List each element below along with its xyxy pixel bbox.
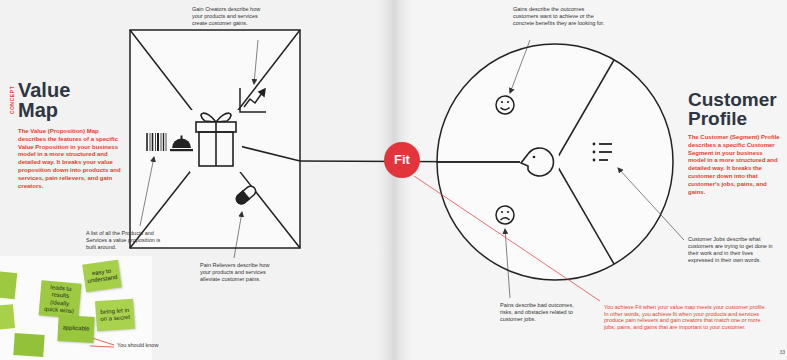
smiley-icon bbox=[496, 96, 514, 114]
annotation: A list of all the Products and Services … bbox=[86, 230, 166, 251]
barcode-icon bbox=[150, 133, 151, 151]
checklist-icon bbox=[599, 151, 612, 153]
barcode-icon bbox=[166, 133, 167, 151]
intro-text: The Value (Proposition) Map describes th… bbox=[18, 128, 126, 190]
chart-icon bbox=[259, 89, 265, 96]
annotation: Gain Creators describe how your products… bbox=[192, 6, 272, 27]
page-title: Customer Profile bbox=[688, 90, 783, 128]
frown-icon bbox=[501, 211, 503, 213]
sticky-note: leads to results (ideally quick wins) bbox=[39, 280, 82, 318]
face-icon bbox=[521, 154, 528, 170]
leader-lines bbox=[140, 40, 684, 298]
pill-icon bbox=[234, 191, 249, 206]
photo-inset bbox=[0, 271, 17, 299]
sticky-note: being let in on a secret bbox=[95, 299, 135, 332]
barcode-icon bbox=[157, 133, 159, 151]
photo-inset bbox=[13, 333, 44, 357]
gift-icon bbox=[215, 122, 217, 166]
fit-line-inner bbox=[437, 161, 526, 163]
fit-line-inner bbox=[437, 161, 526, 163]
photo-inset bbox=[0, 304, 15, 330]
note-text: leads to results (ideally quick wins) bbox=[42, 284, 78, 316]
customer-circle bbox=[437, 44, 673, 280]
pill-icon bbox=[234, 184, 257, 206]
customer-circle bbox=[437, 44, 673, 280]
service-bell-icon bbox=[181, 136, 183, 140]
barcode-icon bbox=[152, 133, 154, 151]
annotation: Customer Jobs describe what customers ar… bbox=[688, 236, 778, 265]
face-icon bbox=[533, 156, 536, 159]
service-bell-icon bbox=[172, 139, 191, 149]
pages bbox=[393, 0, 787, 360]
smiley-icon bbox=[501, 101, 503, 103]
checklist-icon bbox=[599, 143, 612, 145]
face-icon bbox=[527, 171, 532, 173]
frown-icon bbox=[501, 218, 510, 220]
gift-icon bbox=[190, 110, 242, 172]
note-text: being let in on a secret bbox=[99, 307, 132, 324]
checklist-icon bbox=[599, 159, 608, 161]
barcode-icon bbox=[155, 133, 156, 151]
photo-caption: You should know bbox=[117, 342, 177, 349]
face-icon bbox=[520, 142, 560, 182]
chart-icon bbox=[240, 88, 266, 112]
gift-icon bbox=[216, 113, 231, 122]
checklist-icon bbox=[593, 143, 612, 162]
leader-lines bbox=[510, 40, 530, 93]
value-map-square bbox=[130, 30, 300, 248]
section-tag: CONCEPT bbox=[9, 82, 15, 118]
leader-lines bbox=[618, 168, 684, 240]
leader-lines bbox=[505, 229, 510, 298]
barcode-icon bbox=[146, 133, 148, 151]
note-text: easy to understand bbox=[86, 267, 118, 285]
node-label: Fit bbox=[394, 152, 410, 168]
frown-icon bbox=[496, 206, 514, 224]
checklist-icon bbox=[593, 159, 596, 162]
value-map-square bbox=[130, 30, 300, 248]
page-title: Value Map bbox=[18, 80, 98, 120]
smiley-icon bbox=[496, 96, 514, 114]
sticky-note: easy to understand bbox=[82, 260, 122, 293]
frown-icon bbox=[507, 211, 509, 213]
customer-circle bbox=[555, 162, 614, 264]
fit-leader-line bbox=[414, 176, 600, 301]
chart-icon bbox=[244, 93, 262, 107]
annotation: Pains describe bad outcomes, risks, and … bbox=[500, 302, 582, 323]
checklist-icon bbox=[593, 151, 596, 154]
page-number: 33 bbox=[774, 349, 785, 355]
annotation: Gains describe the outcomes customers wa… bbox=[513, 6, 605, 27]
annotation: Pain Relievers describe how your product… bbox=[200, 262, 274, 283]
checklist-icon bbox=[593, 143, 596, 146]
frown-icon bbox=[496, 206, 514, 224]
note-text: applicable bbox=[62, 325, 89, 334]
pages bbox=[0, 0, 393, 360]
sticky-note: applicable bbox=[57, 315, 94, 343]
gift-icon bbox=[201, 113, 216, 122]
pages bbox=[372, 0, 416, 360]
barcode-icon bbox=[163, 133, 164, 151]
face-icon bbox=[520, 142, 560, 182]
service-bell-icon bbox=[170, 149, 193, 151]
face-icon bbox=[528, 148, 553, 176]
fit-circle: Fit bbox=[384, 142, 420, 178]
pill-icon bbox=[234, 184, 257, 206]
service-bell-icon bbox=[170, 136, 193, 152]
intro-text: The Customer (Segment) Profile describes… bbox=[688, 134, 782, 196]
customer-circle bbox=[555, 60, 614, 162]
smiley-icon bbox=[501, 108, 510, 110]
fit-note: You achieve Fit when your value map meet… bbox=[604, 304, 772, 330]
smiley-icon bbox=[507, 101, 509, 103]
chart-icon bbox=[240, 88, 266, 112]
photo-inset bbox=[90, 346, 114, 347]
leader-lines bbox=[254, 40, 258, 84]
barcode-icon bbox=[147, 133, 166, 151]
leader-lines bbox=[234, 212, 242, 258]
fit-leader-line bbox=[414, 176, 600, 301]
leader-lines bbox=[140, 157, 154, 226]
barcode-icon bbox=[161, 133, 162, 151]
gift-icon bbox=[190, 110, 242, 172]
